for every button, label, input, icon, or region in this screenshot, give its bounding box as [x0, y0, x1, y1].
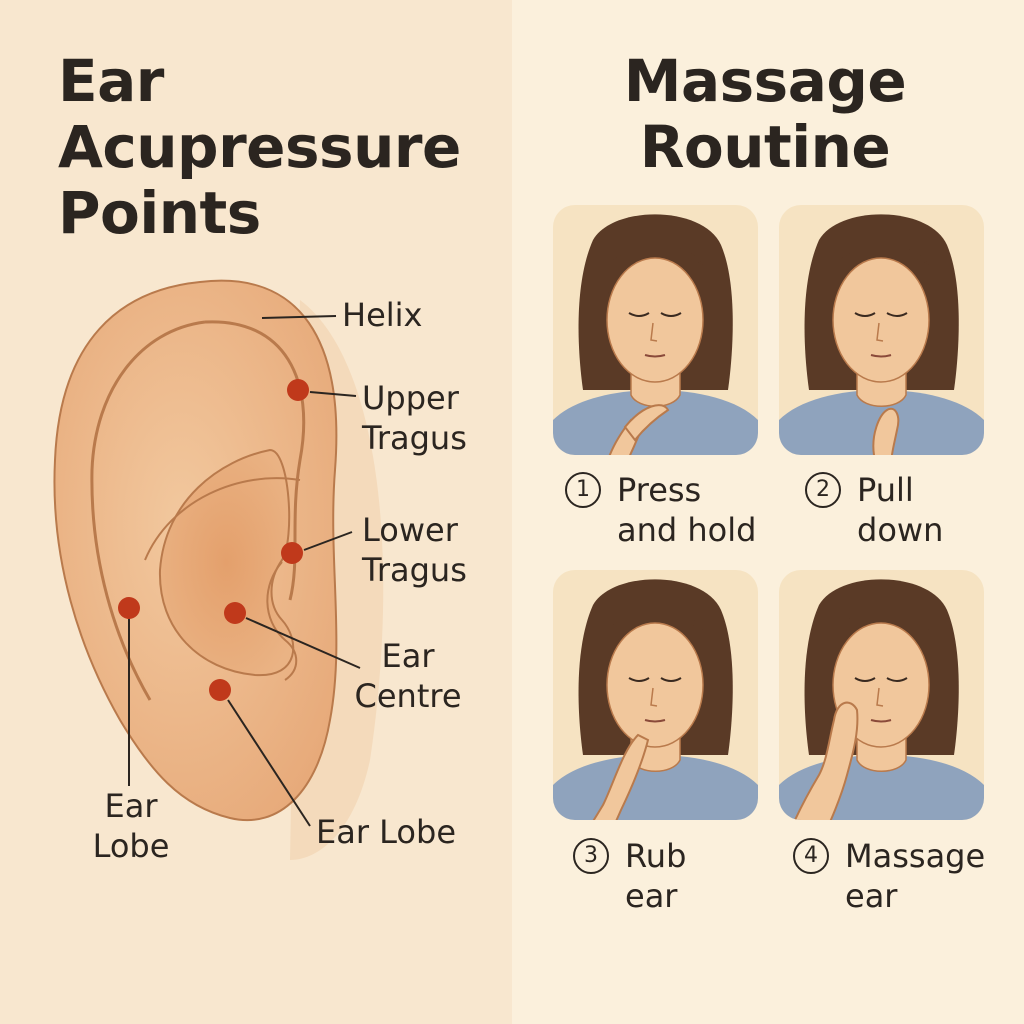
step-caption-2: 2 Pull down	[805, 470, 995, 554]
label-text: Lower	[362, 511, 458, 549]
label-text: Helix	[342, 296, 423, 334]
acupressure-point-lower-tragus	[281, 542, 303, 564]
acupressure-point-upper-tragus	[287, 379, 309, 401]
leader-line	[227, 699, 311, 827]
label-text: Tragus	[362, 419, 467, 457]
label-text: Centre	[354, 677, 462, 715]
label-text: Ear	[104, 787, 158, 825]
step-line: Press	[617, 471, 702, 509]
step-caption-4: 4 Massage ear	[793, 836, 1013, 920]
acupressure-point-ear-centre	[224, 602, 246, 624]
label-text: Ear Lobe	[316, 813, 456, 851]
step-number-badge: 3	[573, 838, 609, 874]
leader-line	[261, 315, 337, 319]
leader-line	[303, 531, 353, 551]
woman-portrait	[779, 214, 984, 455]
acupressure-title: Ear Acupressure Points	[58, 48, 461, 246]
leader-line	[309, 391, 357, 397]
ear-illustration	[53, 279, 384, 860]
step-card-2	[779, 205, 984, 455]
title-line: Points	[58, 179, 261, 247]
step-text: Rub ear	[625, 836, 686, 916]
title-line: Ear	[58, 47, 164, 115]
step-caption-3: 3 Rub ear	[573, 836, 753, 920]
step-number-badge: 2	[805, 472, 841, 508]
label-upper-tragus: Upper Tragus	[362, 378, 467, 458]
label-text: Upper	[362, 379, 459, 417]
step-line: down	[857, 511, 944, 549]
step-line: Massage	[845, 837, 986, 875]
antihelix-rim	[90, 320, 206, 701]
woman-portrait	[779, 579, 984, 820]
step-text: Pull down	[857, 470, 943, 550]
step-caption-1: 1 Press and hold	[565, 470, 765, 554]
title-line: Routine	[639, 113, 891, 181]
label-ear-lobe-outer: Ear Lobe	[88, 786, 174, 866]
step-line: ear	[625, 877, 678, 915]
step-number-badge: 4	[793, 838, 829, 874]
step-card-3	[553, 570, 758, 820]
leader-line	[245, 617, 361, 669]
step-text: Massage ear	[845, 836, 985, 916]
step-line: ear	[845, 877, 898, 915]
label-ear-lobe: Ear Lobe	[316, 812, 456, 852]
label-lower-tragus: Lower Tragus	[362, 510, 467, 590]
label-ear-centre: Ear Centre	[352, 636, 464, 716]
label-text: Lobe	[92, 827, 170, 865]
acupressure-point-ear-lobe	[209, 679, 231, 701]
step-text: Press and hold	[617, 470, 756, 550]
step-number-badge: 1	[565, 472, 601, 508]
woman-portrait	[553, 579, 758, 820]
tragus	[266, 561, 298, 681]
step-line: Rub	[625, 837, 687, 875]
woman-portrait	[553, 214, 758, 455]
label-text: Tragus	[362, 551, 467, 589]
step-card-4	[779, 570, 984, 820]
title-line: Massage	[623, 47, 907, 115]
massage-title: Massage Routine	[600, 48, 930, 180]
step-line: and hold	[617, 511, 757, 549]
acupressure-point-ear-lobe-outer	[118, 597, 140, 619]
title-line: Acupressure	[58, 113, 461, 181]
step-card-1	[553, 205, 758, 455]
label-helix: Helix	[342, 295, 422, 335]
label-text: Ear	[381, 637, 435, 675]
step-line: Pull	[857, 471, 914, 509]
antihelix-fold	[144, 477, 301, 561]
